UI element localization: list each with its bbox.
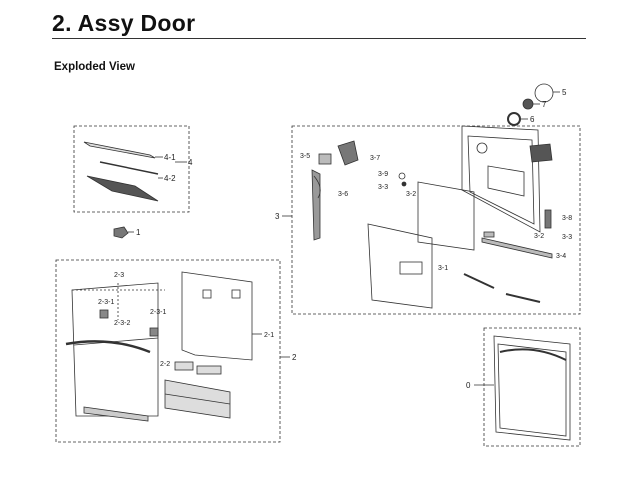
part-3-1-liner [367,223,433,309]
part-3-6-arm [311,169,321,241]
callout-3-3-left: 3-3 [378,184,388,191]
callout-3-9: 3-9 [378,171,388,178]
callout-4: 4 [188,158,193,167]
callout-3: 3 [275,212,280,221]
callout-2-3-2: 2-3-2 [114,320,130,327]
group-0-box [483,327,581,447]
part-4-1-rail [83,141,156,159]
callout-3-1: 3-1 [438,265,448,272]
part-door-bottom-strip [83,406,149,422]
callout-0: 0 [466,381,471,390]
part-7-gasket [522,98,534,110]
part-2-1-inner-panel [181,271,253,361]
callout-2-3-1-right: 2-3-1 [150,309,166,316]
part-door-frame [461,125,541,233]
callout-3-2-right: 3-2 [534,233,544,240]
group-4-box [73,125,190,213]
title-underline [52,38,586,39]
callout-3-4: 3-4 [556,253,566,260]
callout-2-3: 2-3 [114,272,124,279]
part-3-7-bracket [337,140,359,166]
callout-3-5: 3-5 [300,153,310,160]
part-control-module [529,143,553,163]
page-title: 2. Assy Door [52,10,196,36]
part-4-2-rack [86,175,159,202]
part-3-4-rail [481,237,553,259]
callout-6: 6 [530,115,535,124]
part-5-cap [534,83,554,103]
part-3-2-sheet [417,181,475,251]
callout-2: 2 [292,353,297,362]
group-3-box [291,125,581,315]
part-0-assy-door [493,335,571,441]
callout-2-3-1-left: 2-3-1 [98,299,114,306]
part-1-clip [113,226,129,239]
part-6-ring [507,112,521,126]
section-subtitle: Exploded View [54,61,135,73]
callout-2-2: 2-2 [160,361,170,368]
callout-7: 7 [542,100,547,109]
callout-3-7: 3-7 [370,155,380,162]
part-2-2-outer-panel [71,282,159,417]
callout-3-3-right: 3-3 [562,234,572,241]
callout-2-1: 2-1 [264,332,274,339]
callout-1: 1 [136,228,141,237]
callout-3-8: 3-8 [562,215,572,222]
callout-4-2: 4-2 [164,174,176,183]
part-2-2-handle [65,340,151,354]
callout-5: 5 [562,88,567,97]
callout-3-2-left: 3-2 [406,191,416,198]
callout-3-6: 3-6 [338,191,348,198]
callout-4-1: 4-1 [164,153,176,162]
part-4-2-rod [99,161,159,175]
group-2-box [55,259,281,443]
